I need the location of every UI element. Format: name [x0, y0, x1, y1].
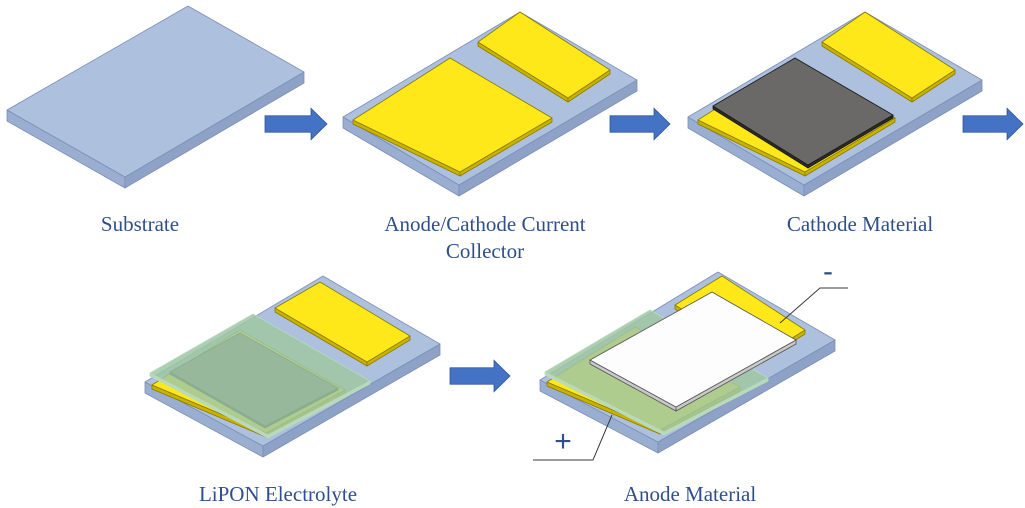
arrow-3 [962, 107, 1024, 141]
caption-current-collector-line-1: Anode/Cathode Current [384, 212, 586, 236]
substrate-slab-top-face [6, 5, 305, 178]
lipon-electrolyte-layer [149, 313, 371, 439]
cathode-step-top-pad-top-face [821, 11, 956, 99]
caption-anode-material-line-1: Anode Material [623, 482, 757, 506]
anode-material-layer-top-face [589, 291, 797, 408]
lipon-step-top-pad-top-face [274, 281, 411, 363]
cathode-step-top-pad [821, 11, 956, 103]
caption-current-collector: Anode/Cathode Current Collector [350, 211, 620, 265]
caption-substrate-line-1: Substrate [100, 212, 180, 236]
caption-cathode-material: Cathode Material [760, 211, 960, 238]
step-current-collector [342, 11, 638, 197]
cathode-material-layer-top-face [712, 57, 894, 166]
negative-leader-line [779, 287, 848, 324]
anode-material-layer [589, 291, 797, 412]
caption-substrate: Substrate [40, 211, 240, 238]
caption-cathode-material-line-1: Cathode Material [786, 212, 934, 236]
step-anode-material [539, 271, 836, 454]
anode-collector-pad-top-face [352, 57, 553, 173]
substrate-slab [6, 5, 305, 189]
anode-collector-pad [352, 57, 553, 177]
positive-leader-line [533, 414, 613, 461]
caption-anode-material: Anode Material [590, 481, 790, 508]
cathode-collector-pad [477, 11, 611, 103]
step-lipon-electrolyte [144, 275, 441, 458]
caption-current-collector-line-2: Collector [445, 239, 525, 263]
caption-lipon-electrolyte-line-1: LiPON Electrolyte [198, 482, 358, 506]
positive-terminal-label: + [554, 425, 572, 458]
cathode-material-layer [712, 57, 894, 169]
negative-terminal-label: - [823, 255, 833, 288]
lipon-step-top-pad [274, 281, 411, 367]
arrow-4 [449, 359, 511, 393]
arrow-2 [609, 107, 671, 141]
step-cathode-material [687, 11, 983, 197]
arrow-1 [264, 107, 328, 141]
caption-lipon-electrolyte: LiPON Electrolyte [178, 481, 378, 508]
cathode-collector-pad-top-face [477, 11, 611, 99]
step-substrate [6, 5, 305, 189]
lipon-electrolyte-layer-top-face [149, 313, 371, 436]
